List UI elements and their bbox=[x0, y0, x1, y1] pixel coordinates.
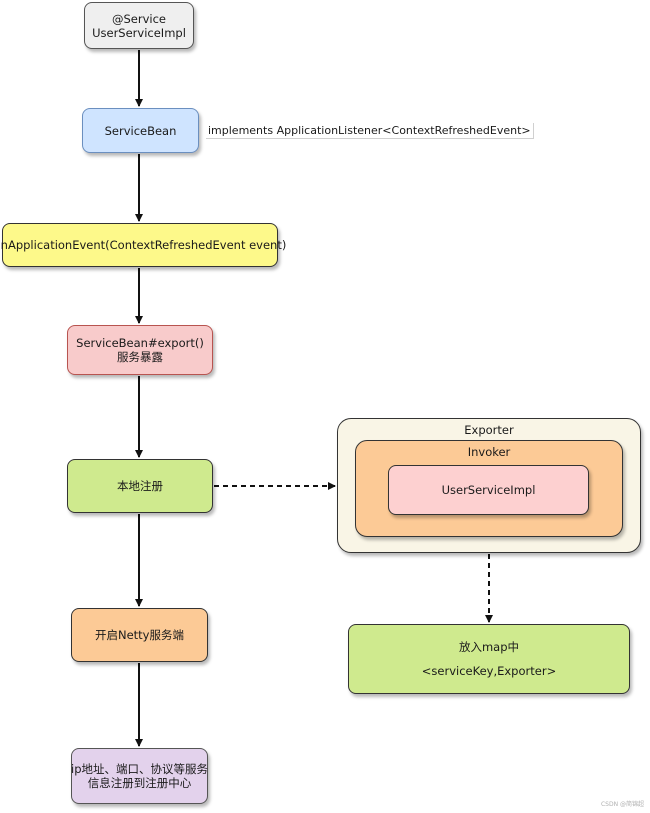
on-application-event-node: onApplicationEvent(ContextRefreshedEvent… bbox=[0, 223, 286, 267]
registry-node: ip地址、端口、协议等服务 信息注册到注册中心 bbox=[71, 748, 208, 804]
watermark: CSDN @简锦超 bbox=[600, 801, 644, 808]
export-line-2: 服务暴露 bbox=[117, 350, 163, 364]
service-annotation-line-1: @Service bbox=[111, 11, 166, 26]
put-map-line-1: 放入map中 bbox=[458, 640, 520, 654]
start-netty-label: 开启Netty服务端 bbox=[94, 628, 184, 642]
export-line-1: ServiceBean#export() bbox=[76, 336, 204, 350]
registry-line-2: 信息注册到注册中心 bbox=[87, 776, 192, 790]
local-register-label: 本地注册 bbox=[117, 479, 163, 493]
service-annotation-node: @Service UserServiceImpl bbox=[84, 2, 194, 49]
service-bean-node: ServiceBean bbox=[82, 108, 199, 153]
start-netty-node: 开启Netty服务端 bbox=[71, 608, 208, 662]
put-map-node: 放入map中 <serviceKey,Exporter> bbox=[348, 624, 630, 694]
invoker-label: Invoker bbox=[467, 445, 511, 459]
put-map-line-2: <serviceKey,Exporter> bbox=[421, 664, 557, 678]
user-service-impl-node: UserServiceImpl bbox=[388, 465, 589, 515]
service-annotation-line-2: UserServiceImpl bbox=[92, 25, 186, 40]
implements-note: implements ApplicationListener<ContextRe… bbox=[206, 123, 534, 139]
exporter-label: Exporter bbox=[464, 423, 514, 437]
service-bean-label: ServiceBean bbox=[104, 123, 177, 138]
registry-line-1: ip地址、端口、协议等服务 bbox=[71, 762, 208, 776]
on-application-event-label: onApplicationEvent(ContextRefreshedEvent… bbox=[0, 238, 287, 252]
user-service-impl-label: UserServiceImpl bbox=[441, 483, 536, 497]
export-node: ServiceBean#export() 服务暴露 bbox=[67, 325, 213, 375]
local-register-node: 本地注册 bbox=[67, 459, 213, 513]
